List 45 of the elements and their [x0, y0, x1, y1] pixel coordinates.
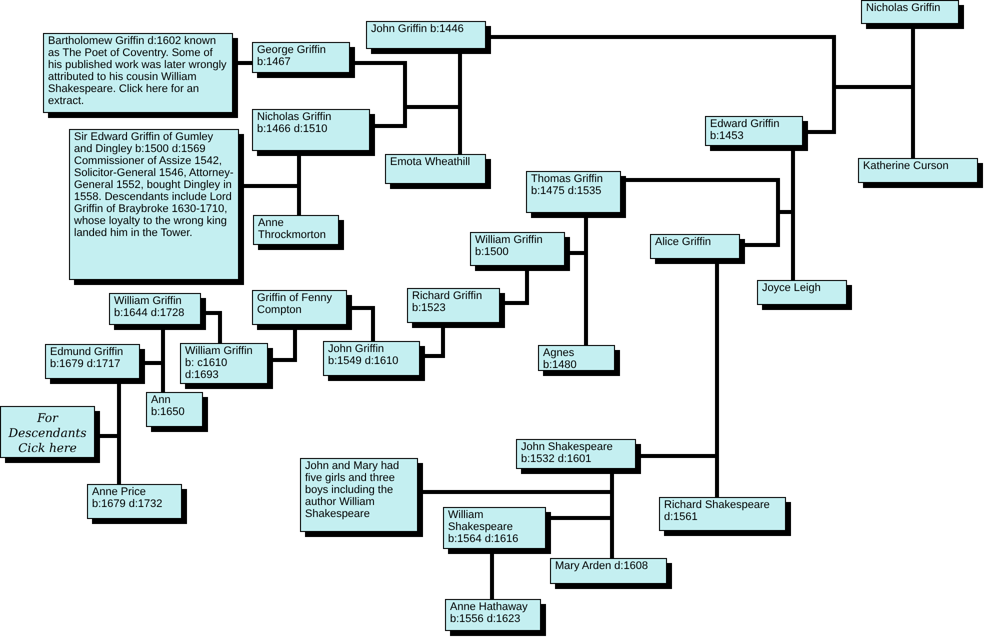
box-text: b:1532 d:1601 — [521, 453, 592, 465]
box-text: Anne Price — [92, 486, 147, 498]
link-text: For Descendants Cick here — [7, 410, 88, 456]
box-text: Anne Hathaway — [450, 601, 529, 613]
box-text: b:1679 d:1717 — [50, 358, 122, 370]
box-text: b:1466 d:1510 — [257, 123, 328, 135]
box-text: Thomas Griffin — [531, 173, 604, 185]
box-text: b:1549 d:1610 — [328, 355, 400, 367]
box-text: Emota Wheathill — [390, 156, 472, 168]
box-text: b: c1610 d:1693 — [185, 357, 228, 381]
box-text: b:1556 d:1623 — [450, 613, 522, 625]
box-text: b:1644 d:1728 — [114, 307, 186, 319]
box-text: Ann — [151, 394, 172, 406]
box-text: William Griffin — [475, 234, 544, 246]
box-text: Mary Arden d:1608 — [555, 560, 649, 572]
box-text: Edward Griffin — [710, 118, 780, 130]
box-text: Sir Edward Griffin of Gumley and Dingley b:1500 d:1569 Commissioner of Assize 1542, Solicitor-General 1546, Attorney-General 1552, bought Dingley in 1558. Descendants include Lord Griffin of Braybroke 1630-1710, whose loyalty to the wrong king landed him in the Tower. — [74, 131, 234, 239]
box-text: Anne Throckmorton — [258, 217, 327, 241]
box-text: William Griffin — [185, 345, 254, 357]
box-text: b:1453 — [710, 130, 745, 142]
box-text: d:1561 — [664, 511, 699, 523]
box-text: John Griffin b:1446 — [371, 23, 465, 35]
box-text: John Griffin — [328, 343, 386, 355]
box-text: Nicholas Griffin — [866, 2, 942, 14]
box-text: George Griffin — [257, 44, 327, 56]
box-text: Bartholomew Griffin d:1602 known as The Poet of Coventry. Some of his published work was later wrongly attributed to his cousin William Shakespeare. Click here for an extract. — [48, 35, 228, 107]
box-text: Richard Shakespeare — [664, 499, 771, 511]
box-text: b:1500 — [475, 246, 510, 258]
box-text: Agnes b:1480 — [543, 347, 578, 370]
box-text: b:1523 — [412, 302, 447, 314]
box-text: Edmund Griffin — [50, 346, 124, 358]
box-text: Joyce Leigh — [762, 282, 822, 294]
box-text: William Griffin — [114, 295, 183, 307]
box-text: Katherine Curson — [863, 160, 950, 172]
box-text: b:1475 d:1535 — [531, 185, 602, 197]
box-text: Alice Griffin — [655, 236, 712, 248]
box-text: Richard Griffin — [412, 290, 484, 302]
box-text: Griffin of Fenny Compton — [257, 292, 333, 316]
box-text: b:1467 — [257, 56, 292, 68]
box-text: John and Mary had five girls and three boys including the author William Shakespeare — [305, 460, 400, 520]
box-text: John Shakespeare — [521, 441, 614, 453]
box-text: Nicholas Griffin — [257, 111, 332, 123]
box-text: b:1679 d:1732 — [92, 498, 164, 510]
box-text: b:1564 d:1616 — [448, 533, 520, 545]
box-text: b:1650 — [151, 406, 186, 418]
